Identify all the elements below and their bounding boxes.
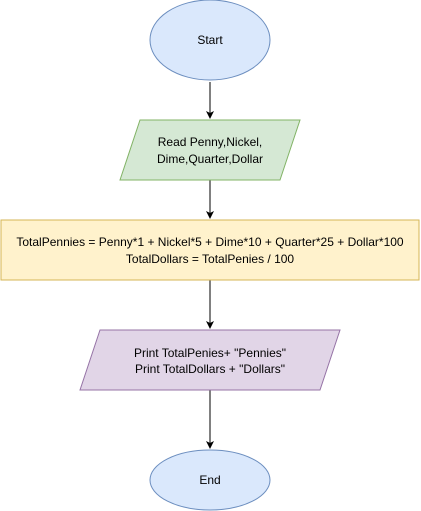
start-terminator[interactable] — [149, 0, 271, 81]
read-input-line-1: Read Penny,Nickel, — [158, 135, 263, 149]
end-label: End — [199, 473, 220, 487]
start-label: Start — [197, 33, 223, 47]
print-output-line-1: Print TotalPenies+ "Pennies" — [134, 346, 286, 360]
print-output-line-2: Print TotalDollars + "Dollars" — [135, 362, 285, 376]
read-input-line-2: Dime,Quarter,Dollar — [157, 152, 263, 166]
end-terminator[interactable] — [149, 449, 271, 511]
process-box[interactable] — [0, 219, 420, 281]
process-line-2: TotalDollars = TotalPenies / 100 — [126, 252, 295, 266]
print-output-shape[interactable] — [79, 329, 341, 391]
process-line-1: TotalPennies = Penny*1 + Nickel*5 + Dime… — [16, 235, 404, 249]
read-input-shape[interactable] — [119, 119, 301, 181]
